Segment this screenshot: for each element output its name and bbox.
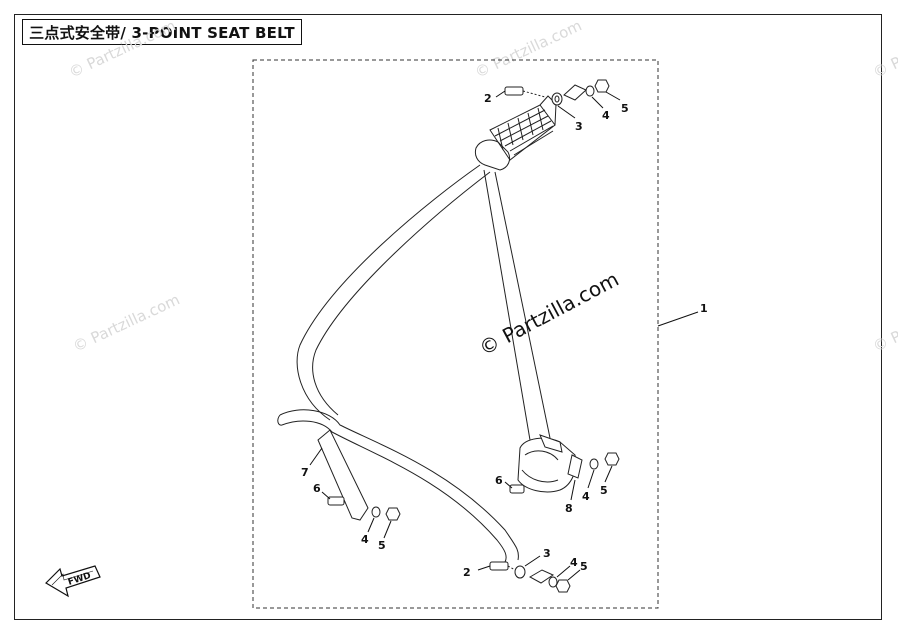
callout-lockwasher-top: 4: [602, 109, 610, 122]
callout-nut-buckle: 5: [600, 484, 608, 497]
seat-belt-webbing: [277, 164, 551, 563]
callout-nut-top: 5: [621, 102, 629, 115]
callout-lockwasher-buckle: 4: [582, 490, 590, 503]
bottom-hardware: [489, 561, 571, 593]
callout-assembly: 1: [700, 302, 708, 315]
callout-nut-anchor: 5: [378, 539, 386, 552]
callout-bolt-buckle: 6: [495, 474, 503, 487]
watermark-middle-right: © Partzilla.com: [870, 290, 898, 355]
callout-washer-top: 3: [575, 120, 583, 133]
fwd-arrow-icon: FWD: [45, 565, 101, 598]
assembly-boundary: [252, 59, 659, 609]
callout-bolt-bottom: 2: [463, 566, 471, 579]
watermark-center: © Partzilla.com: [475, 267, 623, 361]
callout-washer-bottom: 3: [543, 547, 551, 560]
callout-bracket-anchor: 7: [301, 466, 309, 479]
watermarks: © Partzilla.com © Partzilla.com © Partzi…: [66, 16, 898, 355]
callout-lockwasher-anchor: 4: [361, 533, 369, 546]
top-hardware: [504, 79, 610, 106]
anchor-bracket: [317, 429, 401, 521]
callout-bracket-buckle: 8: [565, 502, 573, 515]
callout-lockwasher-bottom: 4: [570, 556, 578, 569]
watermark-top-center: © Partzilla.com: [472, 16, 585, 81]
callout-nut-bottom: 5: [580, 560, 588, 573]
title-box: 三点式安全带/ 3-POINT SEAT BELT: [22, 19, 302, 45]
callout-bolt-top: 2: [484, 92, 492, 105]
watermark-top-right: © Partzilla.com: [870, 16, 898, 81]
leader-assembly: [657, 311, 699, 327]
drawing-frame: [14, 14, 882, 620]
retractor-guide: [474, 95, 557, 171]
buckle-assembly: [509, 434, 620, 494]
callout-bolt-anchor: 6: [313, 482, 321, 495]
diagram-title: 三点式安全带/ 3-POINT SEAT BELT: [29, 23, 295, 42]
watermark-top-left: © Partzilla.com: [66, 16, 179, 81]
watermark-middle-left: © Partzilla.com: [70, 290, 183, 355]
